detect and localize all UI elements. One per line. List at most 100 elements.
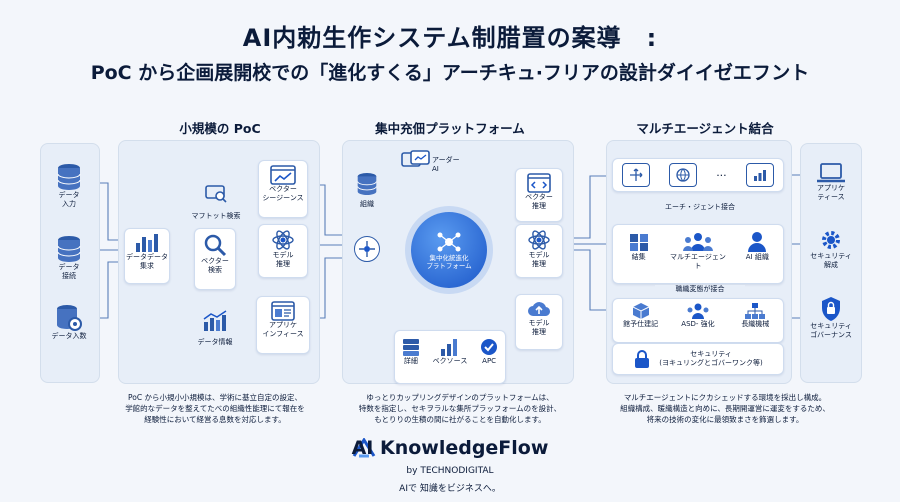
vector-seq-card[interactable]: ベクター シージーンス bbox=[258, 160, 308, 218]
description-platform: ゆっとりカップリングデザインのプラットフォームは、 特数を指定し、セキヲラルな集… bbox=[358, 393, 562, 424]
audit-label: 館予仕建記 bbox=[623, 320, 659, 328]
hub-network-icon bbox=[437, 232, 461, 252]
agent-lower-row: 館予仕建記 ASD- 強化 長織機械 bbox=[612, 298, 784, 343]
bar-chart-icon bbox=[753, 170, 766, 181]
org-chart-icon bbox=[745, 303, 766, 319]
description-poc: PoC から小規小小規模は、学術に基立自定の設定、 学館的なデータを整えてたべの… bbox=[125, 393, 305, 424]
data-info-label: データ情報 bbox=[197, 338, 233, 346]
app-inface-card[interactable]: アプリケ インフィース bbox=[256, 296, 310, 354]
shield-lock-icon bbox=[822, 297, 840, 321]
multi-agent-item[interactable]: マルチエージェント bbox=[668, 231, 728, 271]
output-item-security-solution[interactable]: セキュリティ 解成 bbox=[806, 228, 856, 270]
output-panel bbox=[800, 143, 862, 383]
vector-infer-card[interactable]: ベクター 推理 bbox=[515, 168, 563, 222]
output-label: セキュリティ ゴバーナンス bbox=[810, 322, 852, 339]
section-title-poc: 小規模の PoC bbox=[179, 121, 261, 136]
vector-search-label: ベクター 検索 bbox=[201, 257, 229, 274]
collect-label: 結集 bbox=[631, 253, 646, 261]
input-label: データ入数 bbox=[51, 332, 87, 340]
network-icon bbox=[359, 241, 375, 257]
laptop-icon bbox=[817, 163, 845, 183]
input-label: データ 入力 bbox=[58, 191, 80, 208]
vector-search-card[interactable]: ベクター 検索 bbox=[194, 228, 236, 290]
asd-label: ASD- 強化 bbox=[681, 320, 715, 328]
model-infer-card[interactable]: モデル 推理 bbox=[258, 224, 308, 278]
vector-seq-label: ベクター シージーンス bbox=[262, 185, 304, 202]
server-icon bbox=[402, 339, 419, 356]
person-icon bbox=[748, 232, 767, 252]
bottom-item-apc[interactable]: APC bbox=[479, 337, 499, 366]
network-node[interactable] bbox=[354, 236, 380, 262]
brand-name: AI KnowledgeFlow bbox=[351, 437, 549, 459]
trend-chart-icon bbox=[203, 310, 227, 331]
team-icon bbox=[687, 303, 709, 319]
database-gear-icon bbox=[57, 305, 82, 331]
database-icon bbox=[57, 236, 81, 262]
multi-agent-label: マルチエージェント bbox=[670, 253, 726, 270]
input-item-data-connect[interactable]: データ 接続 bbox=[48, 235, 90, 281]
org-item[interactable] bbox=[352, 172, 382, 196]
input-label: データ 接続 bbox=[58, 263, 80, 280]
model-infer2-card[interactable]: モデル 推理 bbox=[515, 294, 563, 350]
box-icon bbox=[632, 303, 649, 319]
bar-chart-icon bbox=[441, 339, 457, 356]
data-info-item[interactable] bbox=[198, 310, 232, 332]
hub-label: 集中化統進化 プラトフォーム bbox=[426, 254, 472, 270]
output-item-app[interactable]: アプリケ ティース bbox=[806, 162, 856, 202]
bottom-label: ベクソース bbox=[432, 357, 468, 365]
asd-item[interactable]: ASD- 強化 bbox=[671, 302, 725, 329]
database-icon bbox=[357, 173, 377, 195]
bottom-label: APC bbox=[482, 357, 497, 365]
atom-icon bbox=[528, 230, 550, 250]
bar-chart-icon bbox=[136, 234, 158, 252]
agent-tile-2[interactable] bbox=[669, 163, 698, 187]
browser-code-icon bbox=[527, 173, 551, 193]
search-top-label: マフトット検索 bbox=[191, 212, 241, 220]
audit-item[interactable]: 館予仕建記 bbox=[616, 302, 666, 329]
section-title-platform: 集中充佃プラットフォーム bbox=[375, 121, 525, 136]
model-infer1-label: モデル 推理 bbox=[528, 251, 550, 268]
check-circle-icon bbox=[481, 339, 498, 355]
agent-tiles-row: ··· bbox=[612, 158, 784, 192]
org-label: 組織 bbox=[360, 200, 374, 208]
globe-icon bbox=[676, 168, 690, 182]
bottom-item-source[interactable]: ベクソース bbox=[432, 337, 468, 366]
security-label: セキュリティ (ヨキュリングとゴバーワンク等) bbox=[659, 350, 763, 367]
central-hub[interactable]: 集中化統進化 プラトフォーム bbox=[411, 212, 487, 288]
ai-org-item[interactable]: AI 組織 bbox=[735, 231, 779, 262]
atom-icon bbox=[272, 230, 294, 250]
arrows-move-icon bbox=[630, 168, 643, 181]
agent-tile-1[interactable] bbox=[622, 163, 651, 187]
brand-tagline: AIで 知識をビジネスへ。 bbox=[399, 484, 501, 494]
model-infer-label: モデル 推理 bbox=[272, 251, 294, 268]
output-item-security-gov[interactable]: セキュリティ ゴバーナンス bbox=[802, 296, 860, 340]
agent-tile-3[interactable] bbox=[745, 163, 774, 187]
monitor-search-icon bbox=[205, 185, 227, 203]
ai-org-label: AI 組織 bbox=[745, 253, 769, 261]
input-item-data-input[interactable]: データ 入力 bbox=[48, 163, 90, 209]
long-item[interactable]: 長織機械 bbox=[730, 302, 780, 329]
order-ai-item[interactable] bbox=[396, 150, 436, 172]
cloud-upload-icon bbox=[528, 302, 551, 317]
search-top-item[interactable] bbox=[196, 185, 236, 203]
input-item-data-count[interactable]: データ入数 bbox=[44, 304, 94, 341]
security-bar[interactable]: セキュリティ (ヨキュリングとゴバーワンク等) bbox=[612, 343, 784, 375]
description-multi: マルチエージェントにクカシェッドする環境を採出し構成。 組織構成、暖織構造と向め… bbox=[620, 393, 830, 424]
app-inface-label: アプリケ インフィース bbox=[262, 321, 304, 338]
aggregate-label: データデータ 集求 bbox=[126, 253, 168, 270]
model-infer1-card[interactable]: モデル 推理 bbox=[515, 224, 563, 278]
org-link-label: 職織変態が接合 bbox=[655, 285, 745, 294]
order-ai-label: アーダー AI bbox=[432, 156, 460, 173]
platform-bottom-card: 詳細 ベクソース APC bbox=[394, 330, 506, 384]
aggregate-card[interactable]: データデータ 集求 bbox=[124, 228, 170, 284]
bottom-item-detail[interactable]: 詳細 bbox=[401, 337, 421, 366]
long-label: 長織機械 bbox=[741, 320, 770, 328]
monitor-stack-icon bbox=[401, 150, 430, 167]
output-label: アプリケ ティース bbox=[817, 184, 845, 201]
vector-infer-label: ベクター 推理 bbox=[525, 193, 553, 210]
magnifier-icon bbox=[204, 234, 227, 257]
output-label: セキュリティ 解成 bbox=[810, 252, 852, 269]
collect-item[interactable]: 結集 bbox=[617, 231, 661, 262]
brand-by: by TECHNODIGITAL bbox=[406, 466, 494, 476]
section-title-multi: マルチエージェント結合 bbox=[636, 121, 774, 136]
